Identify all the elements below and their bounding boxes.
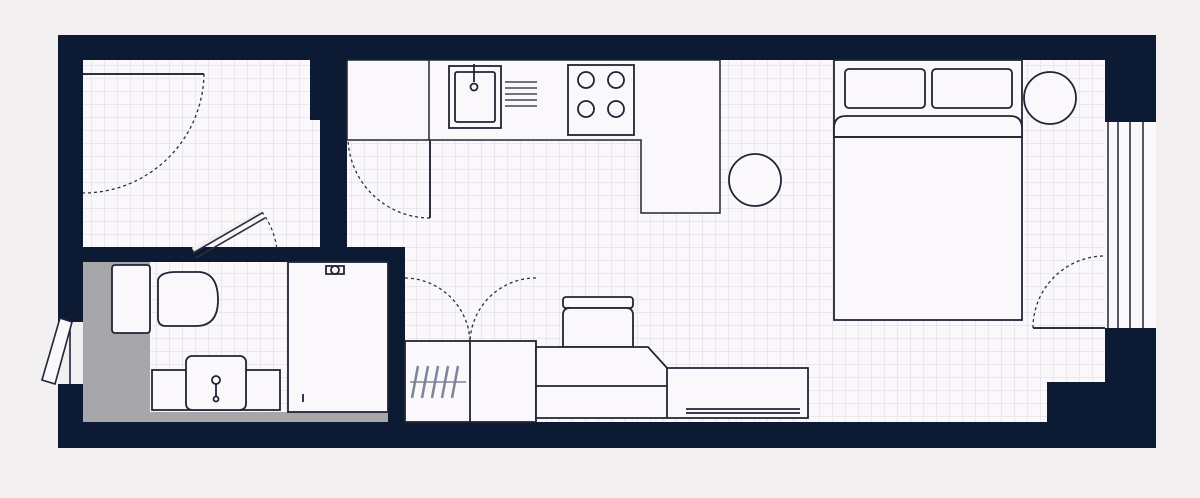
bathroom-wall-top-right bbox=[278, 247, 405, 262]
bathroom-wall-top-left bbox=[58, 247, 193, 262]
desk-icon bbox=[535, 346, 809, 419]
round-nightstand-icon bbox=[1023, 71, 1077, 125]
entry-door bbox=[82, 73, 205, 194]
balcony-door bbox=[1032, 255, 1106, 329]
four-burner-hob-icon bbox=[567, 64, 635, 136]
left-door-leaf bbox=[41, 316, 73, 386]
basin-icon bbox=[151, 355, 281, 411]
circle-table-icon bbox=[728, 153, 782, 207]
shower-tray-icon bbox=[287, 261, 389, 413]
kitchen-door bbox=[347, 139, 431, 219]
bathroom-wall-right bbox=[388, 247, 405, 447]
bathroom-door bbox=[191, 209, 278, 259]
wall-pillar bbox=[310, 35, 347, 120]
sink-icon bbox=[448, 64, 537, 129]
wall-notch bbox=[1047, 382, 1105, 422]
hangers-icon bbox=[410, 365, 466, 399]
chair-icon bbox=[562, 296, 634, 348]
right-window bbox=[1107, 122, 1144, 328]
toilet-icon bbox=[111, 264, 219, 334]
left-wall-segment bbox=[58, 192, 83, 252]
bed-icon bbox=[833, 59, 1023, 321]
kitchen-counter bbox=[346, 59, 721, 214]
